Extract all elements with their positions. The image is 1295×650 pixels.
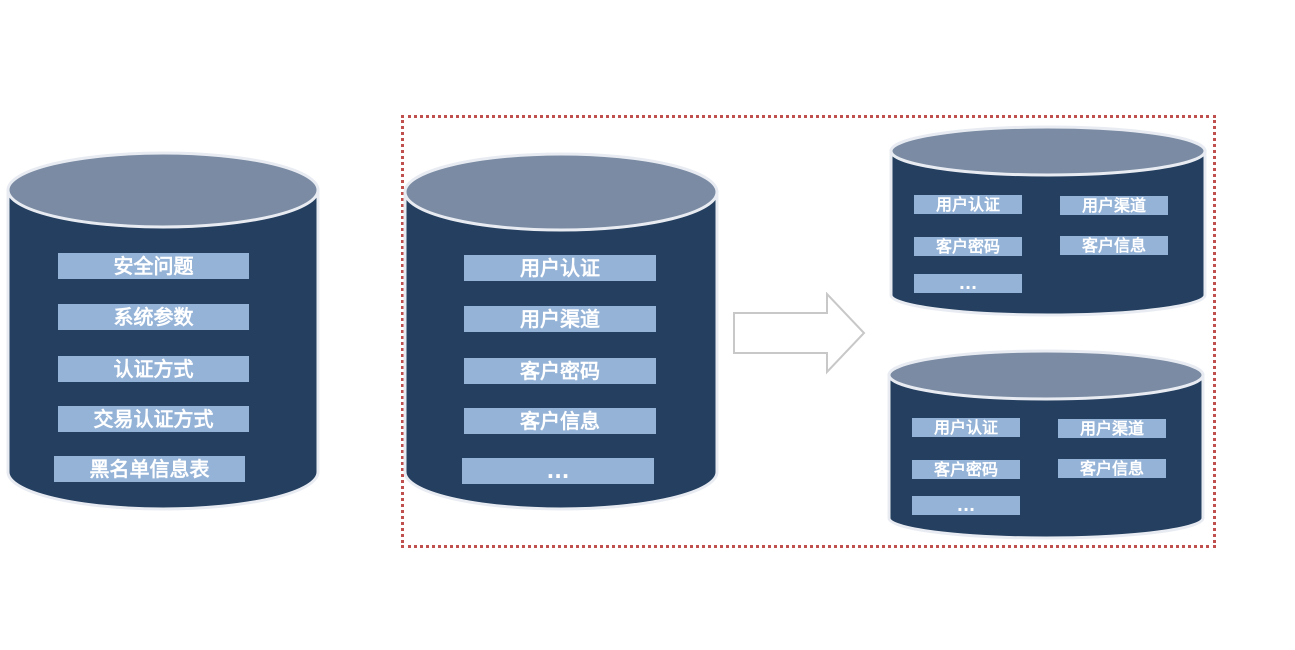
cylinder-top <box>403 152 719 232</box>
middle-db-item: 用户认证 <box>464 255 656 281</box>
right-arrow-icon <box>732 291 868 380</box>
left-db-item: 黑名单信息表 <box>54 456 245 482</box>
bottom-right-db-item: 用户渠道 <box>1058 419 1166 438</box>
bottom-right-db-item: ... <box>912 496 1020 515</box>
middle-db-item: 客户密码 <box>464 358 656 384</box>
split-group-box <box>401 115 1216 548</box>
top-right-db-item: 用户认证 <box>914 195 1022 214</box>
left-db-item: 认证方式 <box>58 356 249 382</box>
bottom-right-db-item: 客户密码 <box>912 460 1020 479</box>
top-right-db-item: 用户渠道 <box>1060 196 1168 215</box>
middle-db-item: 客户信息 <box>464 408 656 434</box>
top-right-db-item: 客户密码 <box>914 237 1022 256</box>
left-db-item: 安全问题 <box>58 253 249 279</box>
cylinder-top <box>887 349 1205 401</box>
left-db-item: 交易认证方式 <box>58 406 249 432</box>
top-right-db-item: ... <box>914 274 1022 293</box>
bottom-right-database-cylinder: 用户认证 用户渠道 客户密码 客户信息 ... <box>886 348 1206 542</box>
top-right-db-item: 客户信息 <box>1060 236 1168 255</box>
arrow-shape <box>733 291 866 375</box>
cylinder-top <box>889 125 1207 177</box>
cylinder-top <box>6 151 320 229</box>
middle-db-item: 用户渠道 <box>464 306 656 332</box>
left-db-item: 系统参数 <box>58 304 249 330</box>
middle-database-cylinder: 用户认证 用户渠道 客户密码 客户信息 ... <box>402 150 720 512</box>
bottom-right-db-item: 客户信息 <box>1058 459 1166 478</box>
left-database-cylinder: 安全问题 系统参数 认证方式 交易认证方式 黑名单信息表 <box>5 150 321 512</box>
top-right-database-cylinder: 用户认证 用户渠道 客户密码 客户信息 ... <box>888 125 1208 318</box>
bottom-right-db-item: 用户认证 <box>912 418 1020 437</box>
middle-db-item: ... <box>462 458 654 484</box>
